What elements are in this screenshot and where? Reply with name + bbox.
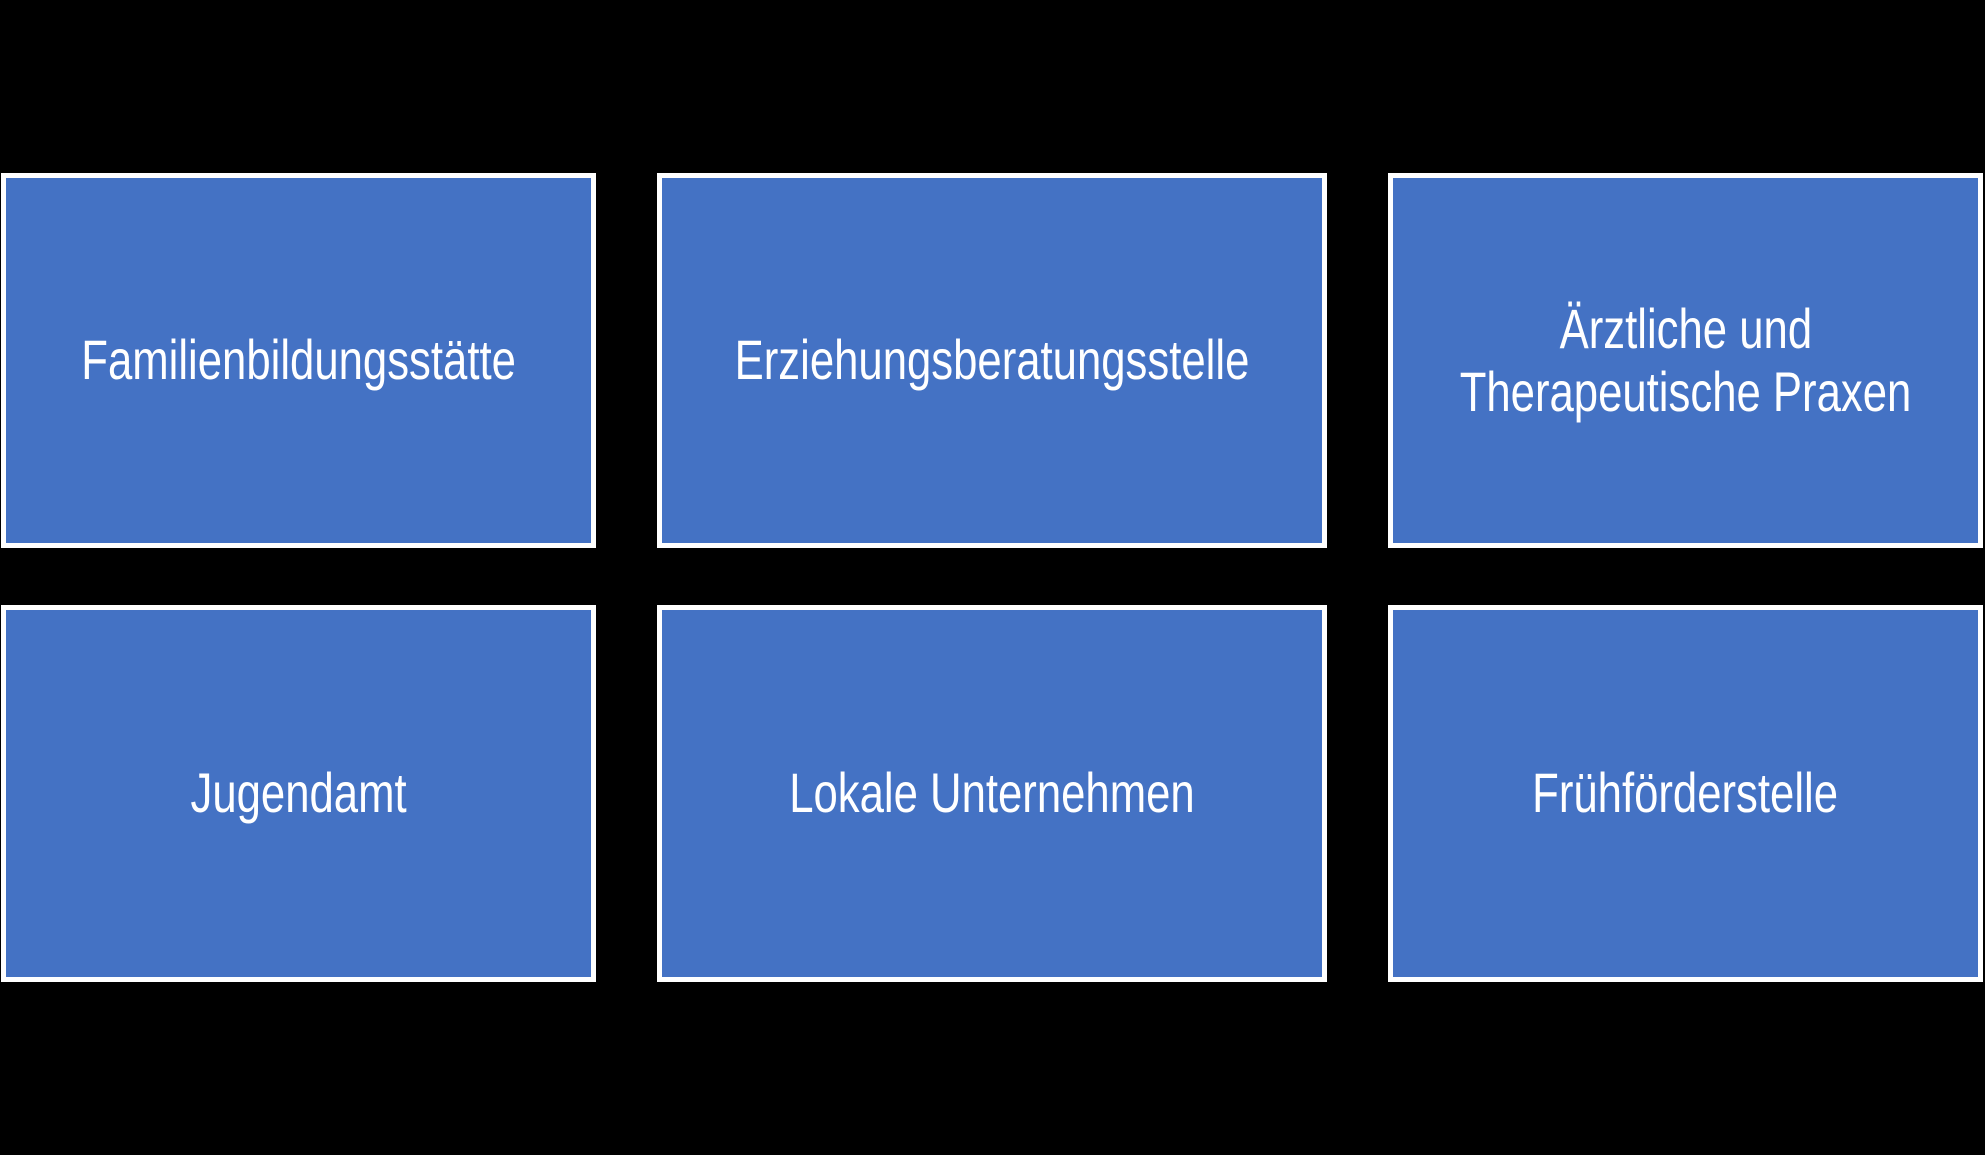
shape-fruehfoerderstelle: Frühförderstelle bbox=[1387, 605, 1983, 982]
shape-label: Frühförderstelle bbox=[1532, 761, 1839, 825]
shape-label: Familienbildungsstätte bbox=[81, 328, 516, 392]
shape-erziehungsberatungsstelle: Erziehungsberatungsstelle bbox=[657, 173, 1327, 548]
shape-label: Erziehungsberatungsstelle bbox=[734, 328, 1250, 392]
shape-familienbildungsstaette: Familienbildungsstätte bbox=[1, 173, 597, 548]
partner-diagram-grid: Familienbildungsstätte Erziehungsberatun… bbox=[1, 173, 1983, 982]
shape-label: Jugendamt bbox=[190, 761, 407, 825]
shape-jugendamt: Jugendamt bbox=[1, 605, 597, 982]
shape-label: Ärztliche und bbox=[1559, 296, 1812, 360]
shape-label: Lokale Unternehmen bbox=[789, 761, 1195, 825]
shape-lokale-unternehmen: Lokale Unternehmen bbox=[657, 605, 1327, 982]
shape-label-line2: Therapeutische Praxen bbox=[1459, 359, 1912, 423]
shape-aerztliche-und-therapeutische-praxen: Ärztliche und Therapeutische Praxen bbox=[1387, 173, 1983, 548]
